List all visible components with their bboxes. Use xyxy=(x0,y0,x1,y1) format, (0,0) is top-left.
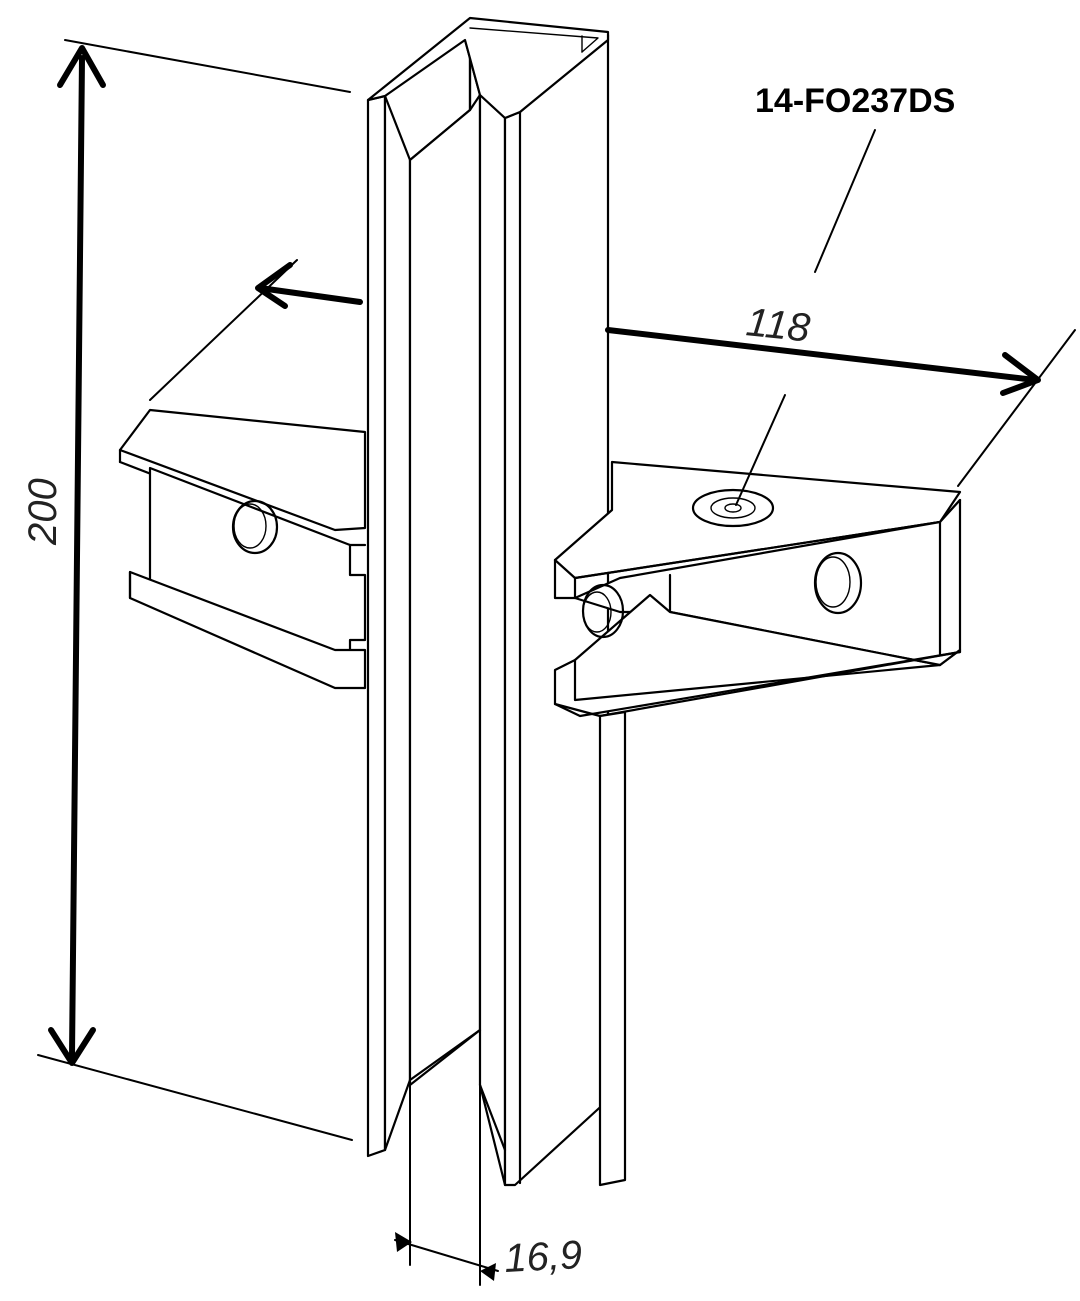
arm-length-label: 118 xyxy=(744,300,813,351)
part-number-callout: 14-FO237DS xyxy=(735,82,955,506)
left-bracket xyxy=(118,408,367,690)
dimension-thickness: 16,9 xyxy=(394,1064,583,1286)
right-bracket xyxy=(553,460,962,1187)
height-label: 200 xyxy=(21,478,65,546)
post xyxy=(366,16,610,1187)
part-number: 14-FO237DS xyxy=(755,82,955,120)
dimension-arm-length: 118 xyxy=(149,259,1076,487)
dimension-height: 200 xyxy=(21,39,353,1141)
thickness-label: 16,9 xyxy=(503,1233,583,1281)
